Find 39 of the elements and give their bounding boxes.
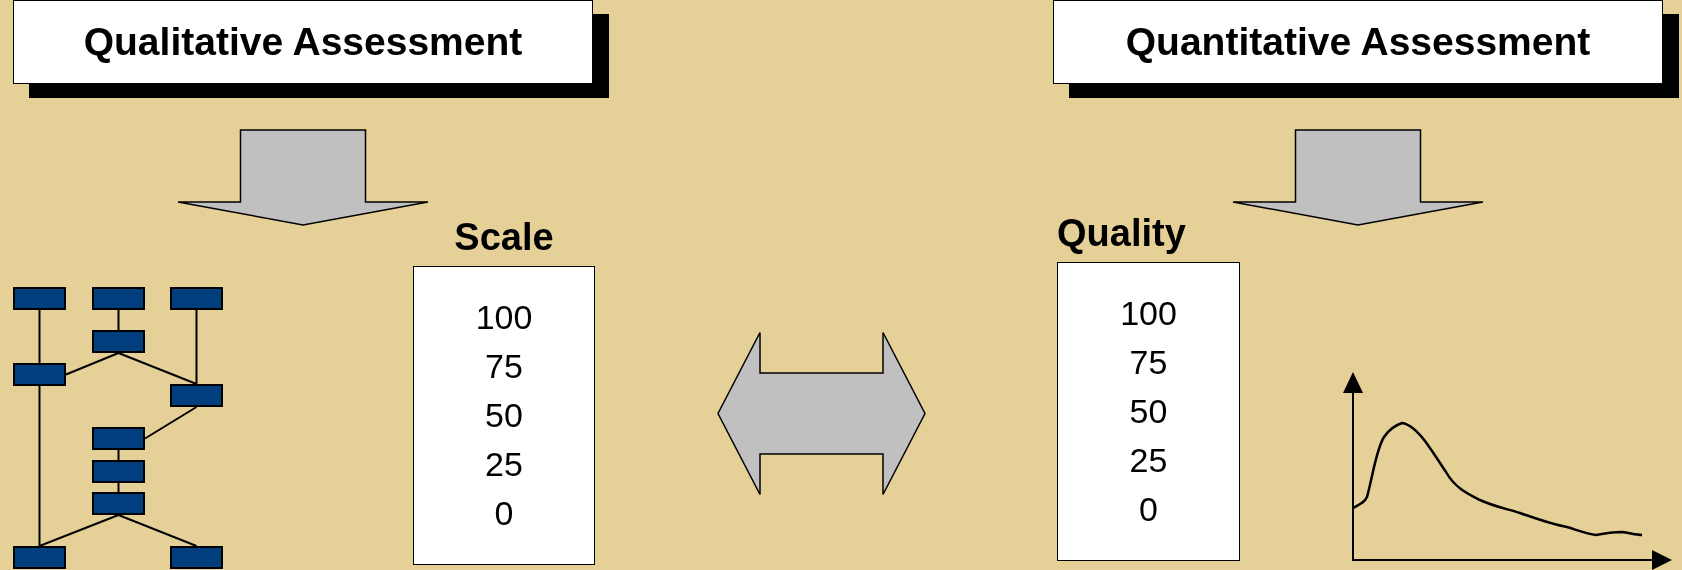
block-arrow <box>177 129 429 226</box>
hierarchy-box <box>92 427 145 450</box>
connector-line <box>65 352 120 376</box>
hierarchy-box <box>92 492 145 515</box>
scale-heading: Quality <box>1057 211 1186 256</box>
scale-value: 100 <box>475 297 533 338</box>
connector-line <box>117 352 198 385</box>
connector-line <box>195 309 198 385</box>
scale-value: 50 <box>485 395 523 436</box>
connector-line <box>38 514 120 547</box>
scale-value: 25 <box>1129 440 1168 481</box>
connector-line <box>38 385 41 547</box>
scale-value: 0 <box>494 493 514 534</box>
block-arrow <box>1232 129 1484 226</box>
hierarchy-box <box>13 363 66 386</box>
hierarchy-box <box>92 330 145 353</box>
hierarchy-box <box>13 287 66 310</box>
scale-value: 100 <box>1120 293 1177 334</box>
hierarchy-box <box>170 287 223 310</box>
scale-value: 0 <box>1139 489 1158 530</box>
connector-line <box>117 309 120 331</box>
title-text: Quantitative Assessment <box>1125 20 1591 64</box>
hierarchy-box <box>92 460 145 483</box>
connector-line <box>144 406 198 440</box>
hierarchy-box <box>92 287 145 310</box>
scale-value: 25 <box>485 444 523 485</box>
connector-line <box>117 482 120 493</box>
title-text: Qualitative Assessment <box>83 20 523 64</box>
scale-heading: Scale <box>454 215 554 260</box>
hierarchy-box <box>170 384 223 407</box>
scale-value: 50 <box>1129 391 1168 432</box>
hierarchy-box <box>170 546 223 569</box>
scale-value: 75 <box>1129 342 1168 383</box>
connector-line <box>38 309 41 364</box>
connector-line <box>117 449 120 461</box>
hierarchy-box <box>13 546 66 569</box>
block-arrow <box>717 331 926 496</box>
scale-value: 75 <box>485 346 523 387</box>
connector-line <box>117 514 198 547</box>
